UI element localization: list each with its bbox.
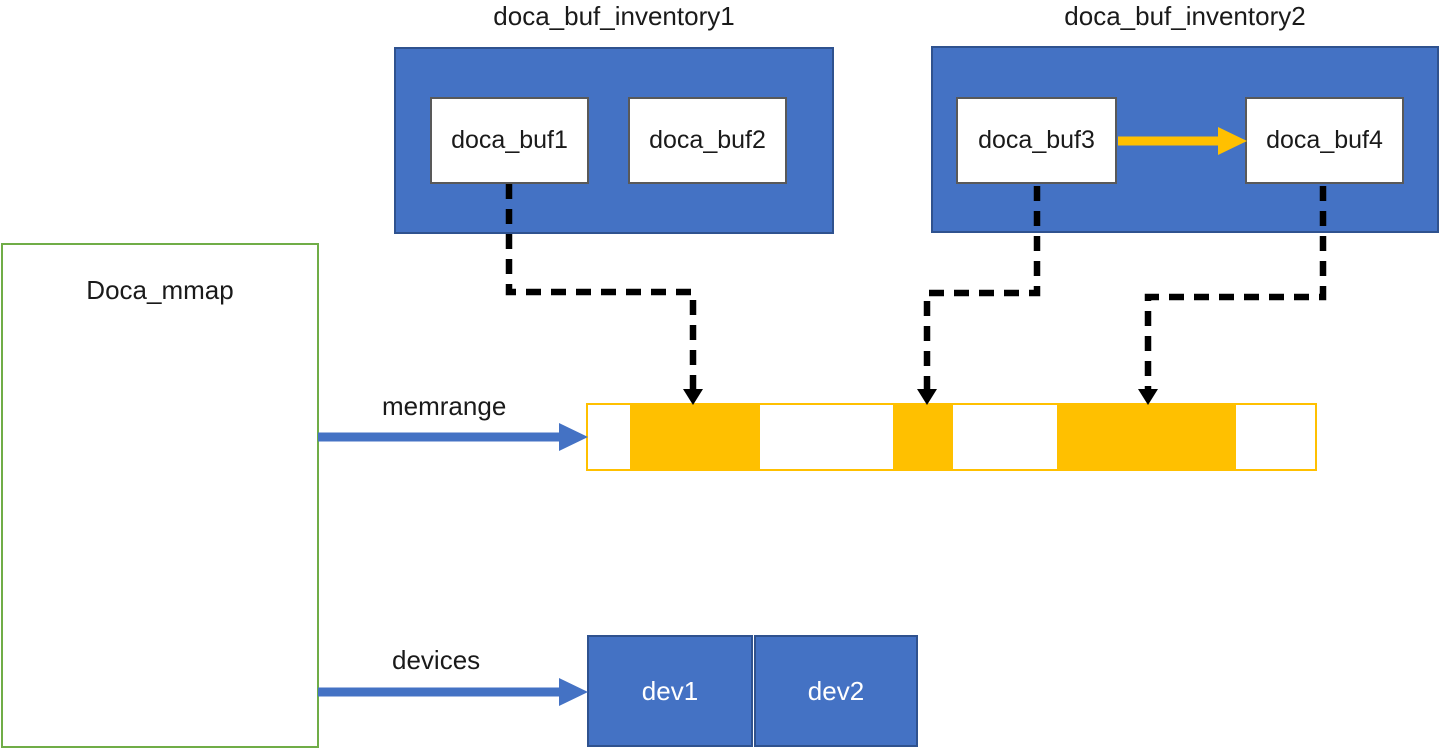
memrange-segment-mapped — [629, 405, 761, 469]
memrange-segment-free — [588, 405, 630, 469]
dev1-label: dev1 — [641, 675, 699, 706]
memrange-label: memrange — [382, 391, 507, 421]
buf3-box: doca_buf3 — [956, 97, 1117, 184]
inventory2-title: doca_buf_inventory2 — [1064, 1, 1306, 31]
memrange-bar — [586, 403, 1317, 471]
devices-label: devices — [392, 645, 481, 675]
buf4-label: doca_buf4 — [1266, 126, 1383, 154]
dev1-box: dev1 — [587, 635, 753, 747]
buf2-box: doca_buf2 — [628, 97, 787, 184]
dev2-box: dev2 — [754, 635, 918, 747]
inventory1-title: doca_buf_inventory1 — [493, 1, 735, 31]
buf1-box: doca_buf1 — [430, 97, 589, 184]
memrange-segment-free — [760, 405, 894, 469]
buf2-label: doca_buf2 — [649, 126, 766, 154]
devices-arrowhead-icon — [559, 678, 588, 706]
mmap-label: Doca_mmap — [86, 275, 234, 305]
buf4-box: doca_buf4 — [1245, 97, 1404, 184]
buf1-label: doca_buf1 — [451, 126, 568, 154]
mmap-box: Doca_mmap — [1, 243, 319, 748]
memrange-segment-free — [952, 405, 1058, 469]
memrange-segment-mapped — [893, 405, 953, 469]
memrange-segment-mapped — [1057, 405, 1237, 469]
memrange-segment-free — [1236, 405, 1315, 469]
buf3-label: doca_buf3 — [978, 126, 1095, 154]
memrange-arrowhead-icon — [559, 423, 588, 451]
dev2-label: dev2 — [807, 675, 865, 706]
